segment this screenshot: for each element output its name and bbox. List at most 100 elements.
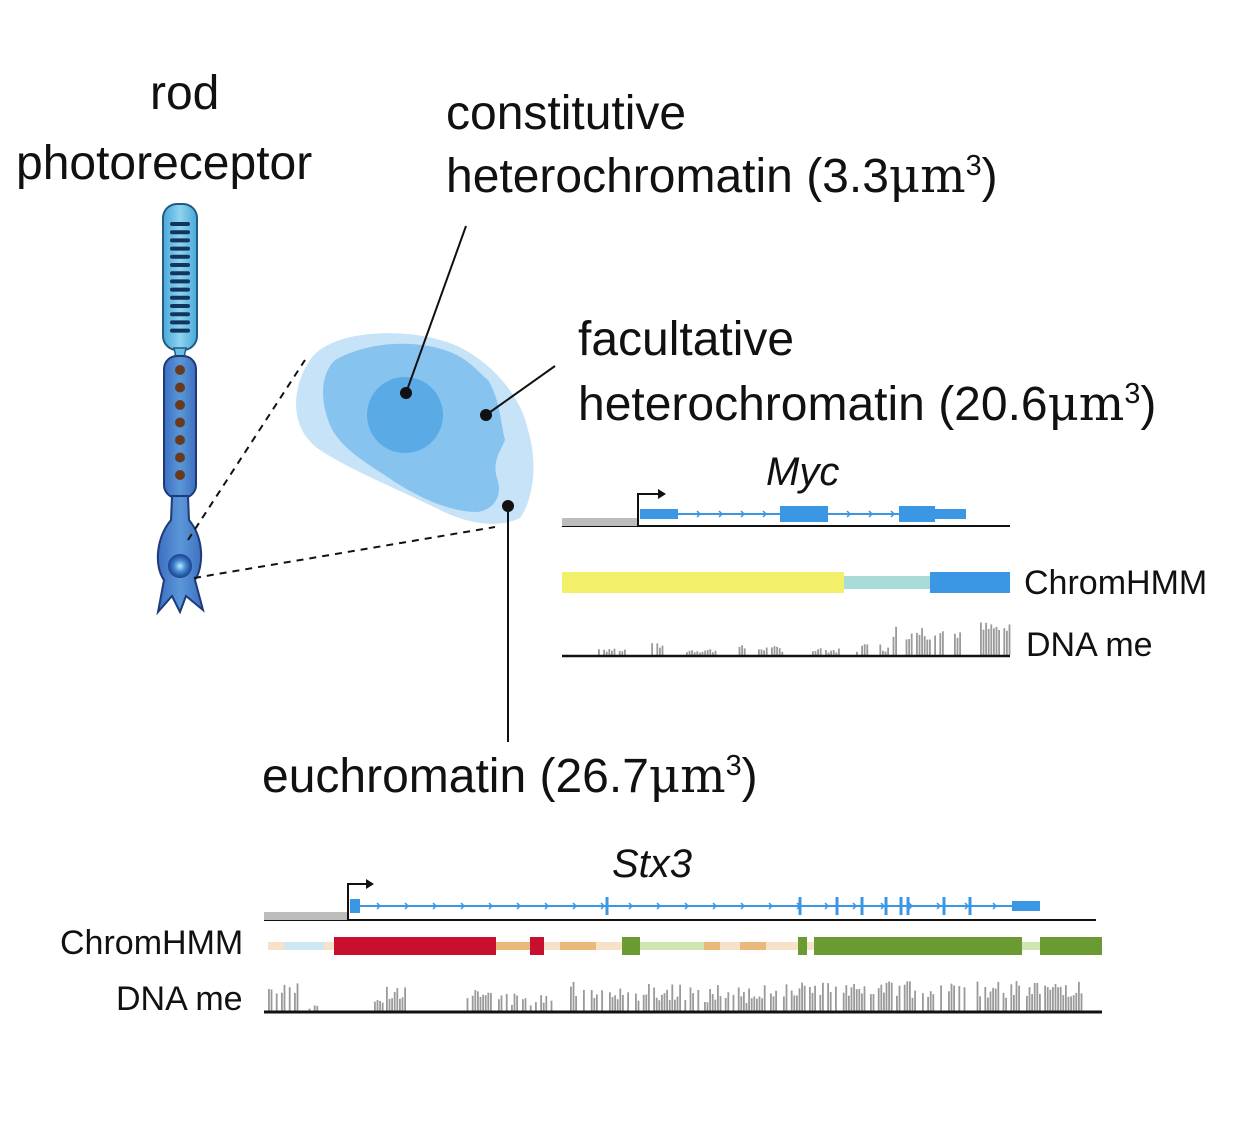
stx3-gene-name: Stx3 <box>612 842 693 886</box>
methylation-bar <box>611 997 614 1011</box>
chromhmm-segment <box>530 937 544 955</box>
methylation-bar <box>858 989 861 1011</box>
methylation-bar <box>712 652 714 655</box>
stx3-dna-me-track <box>264 981 1102 1014</box>
methylation-bar <box>783 996 785 1011</box>
methylation-bar <box>1039 993 1041 1011</box>
methylation-bar <box>477 991 479 1011</box>
methylation-bar <box>853 983 855 1011</box>
stx3-chromhmm-track <box>268 937 1102 955</box>
chromhmm-segment <box>704 942 720 950</box>
chromhmm-segment <box>1040 937 1102 955</box>
methylation-bar <box>1026 995 1028 1011</box>
myc-chromhmm-track <box>562 572 1010 593</box>
methylation-bar <box>706 1002 709 1011</box>
methylation-bar <box>471 995 474 1011</box>
intron-chevron <box>890 510 896 518</box>
methylation-bar <box>916 632 918 655</box>
methylation-bar <box>850 987 853 1011</box>
methylation-bar <box>1072 995 1075 1011</box>
methylation-bar <box>892 636 895 655</box>
intron-chevron <box>768 902 774 910</box>
myc-chromhmm-label: ChromHMM <box>1024 564 1208 602</box>
methylation-bar <box>838 648 840 655</box>
methylation-bar <box>399 998 401 1011</box>
methylation-bar <box>775 990 777 1011</box>
methylation-bar <box>863 986 866 1011</box>
methylation-bar <box>879 644 882 655</box>
rod-label-line2: photoreceptor <box>16 137 313 190</box>
methylation-bar <box>388 998 391 1011</box>
methylation-bar <box>887 647 889 655</box>
methylation-bar <box>642 994 645 1011</box>
methylation-bar <box>1049 989 1052 1011</box>
methylation-bar <box>1044 985 1046 1011</box>
methylation-bar <box>895 626 897 655</box>
intron-chevron <box>656 902 662 910</box>
methylation-bar <box>605 651 608 655</box>
methylation-bar <box>529 1005 532 1011</box>
chromhmm-segment <box>622 937 640 955</box>
chromhmm-segment <box>807 942 814 950</box>
methylation-bar <box>773 646 776 655</box>
methylation-bar <box>963 987 966 1011</box>
methylation-bar <box>987 997 989 1011</box>
methylation-bar <box>645 994 648 1011</box>
chromhmm-segment <box>640 942 704 950</box>
methylation-bar <box>627 992 629 1011</box>
methylation-bar <box>770 993 772 1011</box>
methylation-bar <box>911 997 914 1011</box>
methylation-bar <box>756 998 758 1011</box>
intron-chevron <box>712 902 718 910</box>
methylation-bar <box>686 652 688 655</box>
methylation-bar <box>998 629 1000 655</box>
methylation-bar <box>535 1002 537 1011</box>
chromhmm-segment <box>766 942 798 950</box>
methylation-bar <box>890 982 893 1011</box>
methylation-bar <box>827 652 830 655</box>
methylation-bar <box>688 650 691 655</box>
methylation-bar <box>270 989 273 1011</box>
methylation-bar <box>281 992 283 1011</box>
methylation-bar <box>618 650 621 655</box>
rod-discs <box>170 222 190 333</box>
methylation-bar <box>500 995 503 1011</box>
methylation-bar <box>979 996 981 1011</box>
methylation-bar <box>693 652 696 655</box>
methylation-bar <box>268 988 270 1011</box>
chromhmm-segment <box>284 942 324 950</box>
methylation-bar <box>663 993 666 1011</box>
rod-disc <box>170 246 190 251</box>
methylation-bar <box>888 981 890 1011</box>
methylation-bar <box>1057 987 1059 1011</box>
methylation-bar <box>661 645 664 655</box>
methylation-bar <box>316 1005 319 1011</box>
methylation-bar <box>948 991 950 1011</box>
methylation-bar <box>761 998 763 1011</box>
methylation-bar <box>727 992 730 1011</box>
methylation-bar <box>1003 628 1006 655</box>
methylation-bar <box>861 645 863 655</box>
methylation-bar <box>832 650 835 655</box>
methylation-bar <box>732 994 735 1011</box>
methylation-bar <box>848 995 850 1011</box>
methylation-bar <box>513 993 516 1011</box>
chromhmm-segment <box>814 937 1022 955</box>
methylation-bar <box>793 995 796 1011</box>
methylation-bar <box>1046 987 1049 1011</box>
methylation-bar <box>697 989 700 1011</box>
euchromatin-label: euchromatin (26.7μm3) <box>262 752 758 801</box>
methylation-bar <box>760 649 763 655</box>
methylation-bar <box>374 1001 376 1011</box>
methylation-bar <box>922 993 924 1011</box>
methylation-bar <box>910 633 913 655</box>
methylation-bar <box>909 981 911 1011</box>
methylation-bar <box>740 996 743 1011</box>
methylation-bar <box>522 999 524 1011</box>
methylation-bar <box>661 994 663 1011</box>
methylation-bar <box>771 647 773 655</box>
intron-chevron <box>880 902 886 910</box>
methylation-bar <box>719 996 722 1011</box>
methylation-bar <box>655 997 658 1011</box>
methylation-bar <box>994 988 997 1011</box>
